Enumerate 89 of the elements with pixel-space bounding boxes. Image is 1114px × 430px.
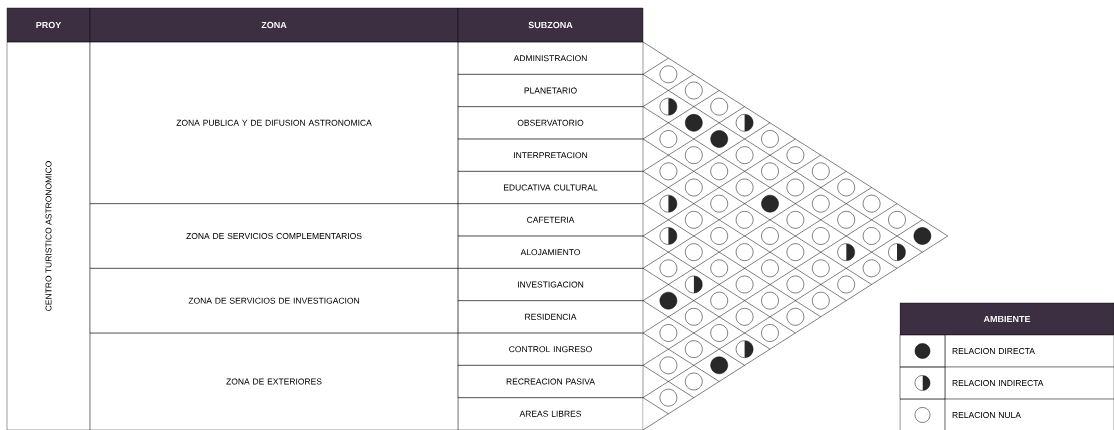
empty-circle: [888, 211, 906, 229]
empty-circle: [812, 227, 830, 245]
table-cell: INVESTIGACION: [457, 268, 644, 301]
empty-circle: [710, 227, 728, 245]
filled-circle: [710, 356, 728, 375]
filled-circle: [710, 130, 728, 148]
empty-circle: [862, 259, 881, 278]
table-cell: INTERPRETACION: [457, 138, 644, 172]
empty-circle: [710, 97, 728, 116]
empty-circle: [685, 178, 703, 197]
legend-text: RELACION DIRECTA: [944, 334, 1114, 368]
empty-circle: [710, 194, 728, 213]
half-filled-circle: [659, 194, 678, 213]
filled-circle: [761, 194, 779, 213]
empty-circle: [659, 356, 678, 375]
empty-circle: [812, 162, 830, 181]
empty-circle: [786, 146, 805, 164]
empty-circle: [685, 243, 703, 261]
table-cell: RESIDENCIA: [457, 300, 644, 334]
empty-circle: [786, 178, 805, 197]
half-filled-circle: [735, 114, 754, 132]
table-cell: CAFETERIA: [457, 203, 644, 237]
empty-circle: [685, 81, 703, 100]
empty-circle: [685, 308, 703, 326]
empty-circle: [659, 130, 678, 148]
empty-circle: [786, 211, 805, 229]
empty-circle: [761, 291, 779, 310]
empty-circle: [837, 178, 855, 197]
empty-circle: [685, 372, 703, 391]
empty-circle: [710, 259, 728, 278]
header-cell: SUBZONA: [457, 7, 644, 43]
half-filled-circle: [735, 340, 754, 358]
empty-circle: [786, 275, 805, 294]
empty-circle: [761, 324, 779, 342]
empty-circle: [659, 324, 678, 342]
empty-circle: [837, 211, 855, 229]
table-cell: ADMINISTRACION: [457, 41, 644, 75]
empty-circle: [862, 194, 881, 213]
table-cell: RECREACION PASIVA: [457, 365, 644, 398]
empty-circle: [812, 194, 830, 213]
half-filled-circle: [837, 243, 855, 261]
filled-circle: [913, 227, 932, 245]
empty-circle: [735, 275, 754, 294]
legend-text: RELACION INDIRECTA: [944, 366, 1114, 400]
table-cell: CENTRO TURISTICO ASTRONOMICO: [6, 41, 91, 430]
table-cell: EDUCATIVA CULTURAL: [457, 171, 644, 204]
empty-circle: [812, 291, 830, 310]
empty-circle: [761, 130, 779, 148]
half-filled-circle: [659, 97, 678, 116]
empty-circle: [761, 227, 779, 245]
header-cell: AMBIENTE: [899, 302, 1114, 336]
empty-circle: [761, 162, 779, 181]
empty-circle: [735, 308, 754, 326]
filled-circle: [659, 291, 678, 310]
half-filled-circle: [685, 275, 703, 294]
empty-circle: [659, 162, 678, 181]
empty-circle: [685, 211, 703, 229]
empty-circle: [659, 388, 678, 407]
table-cell: CONTROL INGRESO: [457, 332, 644, 366]
legend-text: RELACION NULA: [944, 398, 1114, 430]
empty-circle: [837, 275, 855, 294]
table-cell: ALOJAMIENTO: [457, 235, 644, 269]
table-cell: AREAS LIBRES: [457, 397, 644, 430]
empty-circle: [735, 146, 754, 164]
table-cell: OBSERVATORIO: [457, 106, 644, 140]
table-cell: ZONA DE EXTERIORES: [89, 332, 459, 430]
empty-circle: [786, 308, 805, 326]
empty-circle: [735, 178, 754, 197]
empty-circle: [710, 291, 728, 310]
table-cell: ZONA DE SERVICIOS DE INVESTIGACION: [89, 268, 459, 334]
empty-circle: [735, 211, 754, 229]
empty-circle: [786, 243, 805, 261]
empty-circle: [862, 227, 881, 245]
empty-circle: [659, 65, 678, 84]
empty-circle: [710, 324, 728, 342]
half-filled-circle: [659, 227, 678, 245]
table-cell: ZONA DE SERVICIOS COMPLEMENTARIOS: [89, 203, 459, 269]
half-filled-circle: [888, 243, 906, 261]
empty-circle: [735, 243, 754, 261]
header-cell: PROY: [6, 7, 91, 43]
filled-circle: [685, 114, 703, 132]
empty-circle: [685, 146, 703, 164]
empty-circle: [659, 259, 678, 278]
empty-circle: [710, 162, 728, 181]
empty-circle: [812, 259, 830, 278]
table-cell: ZONA PUBLICA Y DE DIFUSION ASTRONOMICA: [89, 41, 459, 204]
empty-circle: [685, 340, 703, 358]
table-cell: PLANETARIO: [457, 74, 644, 107]
empty-circle: [761, 259, 779, 278]
